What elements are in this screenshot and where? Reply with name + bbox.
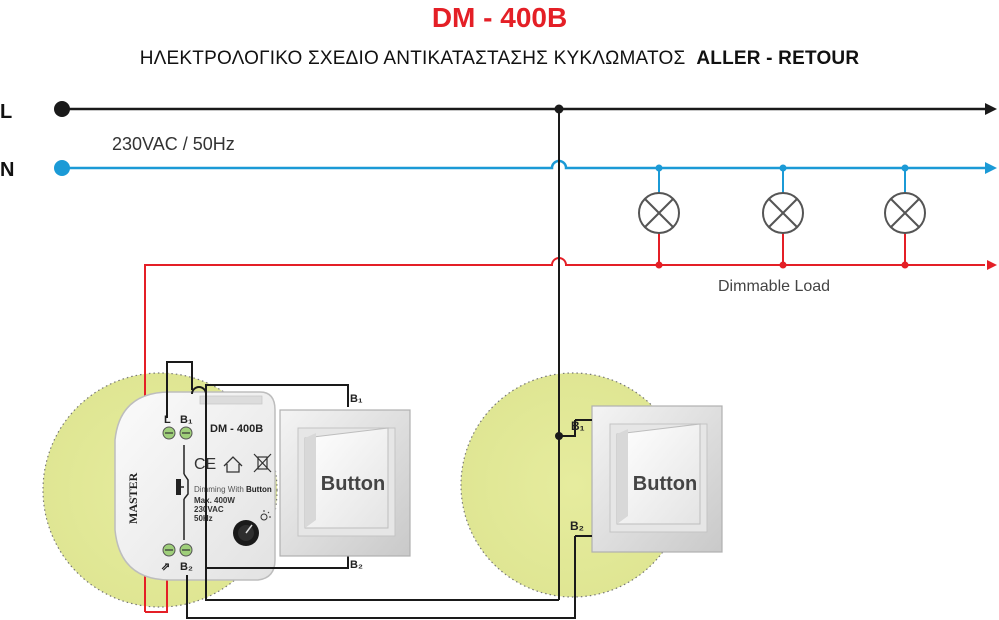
line-n-arrow xyxy=(985,162,997,174)
terminal-l-label: L xyxy=(164,414,171,426)
line-n-label: N xyxy=(0,159,14,181)
b2-left-wire xyxy=(206,552,349,569)
dimmer-module: MASTER DM - 400B CE Dimming With Button … xyxy=(114,391,276,581)
switch-right: B₁ Button B₂ xyxy=(570,405,723,553)
lamp-1 xyxy=(638,164,680,269)
line-l-label: L xyxy=(0,101,12,123)
switch-left-b2-label: B₂ xyxy=(350,559,363,571)
line-n-terminal xyxy=(54,160,70,176)
terminal-b1-label: B₁ xyxy=(180,414,193,426)
b2-wire xyxy=(186,536,576,619)
subtitle-greek: ΗΛΕΚΤΡΟΛΟΓΙΚΟ ΣΧΕΔΙΟ ΑΝΤΙΚΑΤΑΣΤΑΣΗΣ ΚΥΚΛ… xyxy=(139,48,686,69)
switch-left-label: Button xyxy=(321,473,385,495)
line-n-wire xyxy=(62,159,985,170)
load-label: Dimmable Load xyxy=(718,278,830,295)
dimmer-model: DM - 400B xyxy=(210,423,263,435)
dimmer-desc-2: Max. 400W xyxy=(194,496,235,505)
brightness-icon xyxy=(260,510,271,521)
terminal-screws-bottom xyxy=(162,543,193,557)
load-arrow xyxy=(987,260,997,270)
supply-label: 230VAC / 50Hz xyxy=(112,134,235,154)
dimmer-knob xyxy=(233,520,259,546)
switch-right-label: Button xyxy=(633,473,697,495)
dimmer-l-feed-wire xyxy=(166,361,193,418)
dimmer-brand: MASTER xyxy=(126,472,140,524)
dimmer-desc-1: Dimming With Button xyxy=(194,485,272,494)
switch-left: B₁ Button B₂ xyxy=(279,393,411,571)
switch-left-b1-label: B₁ xyxy=(350,393,363,405)
switch-right-b2-label: B₂ xyxy=(570,519,584,533)
load-wire xyxy=(144,257,985,612)
diagram-subtitle: ΗΛΕΚΤΡΟΛΟΓΙΚΟ ΣΧΕΔΙΟ ΑΝΤΙΚΑΤΑΣΤΑΣΗΣ ΚΥΚΛ… xyxy=(0,48,999,70)
l-to-switch-wire xyxy=(205,394,559,601)
terminal-screws-top xyxy=(162,426,193,440)
load-return-wire xyxy=(145,578,168,613)
switch-right-b1-label: B₁ xyxy=(571,419,585,433)
weee-bin-icon xyxy=(253,453,272,473)
diagram-title: DM - 400B xyxy=(431,2,568,33)
terminal-b2-label: B₂ xyxy=(180,561,193,573)
b1-wire xyxy=(191,384,349,407)
lamp-3 xyxy=(884,164,926,269)
line-l-terminal xyxy=(54,101,70,117)
dimmer-desc-4: 50Hz xyxy=(194,514,213,523)
b1-wire-right xyxy=(206,384,576,437)
dimmer-desc-3: 230VAC xyxy=(194,505,224,514)
line-l-arrow xyxy=(985,103,997,115)
b1-right-junction xyxy=(555,432,563,440)
lamp-2 xyxy=(762,164,804,269)
internal-button-symbol xyxy=(176,445,189,540)
terminal-load-label: ⇗ xyxy=(161,561,170,573)
subtitle-circuit: ALLER - RETOUR xyxy=(696,48,860,69)
home-icon xyxy=(223,456,243,473)
